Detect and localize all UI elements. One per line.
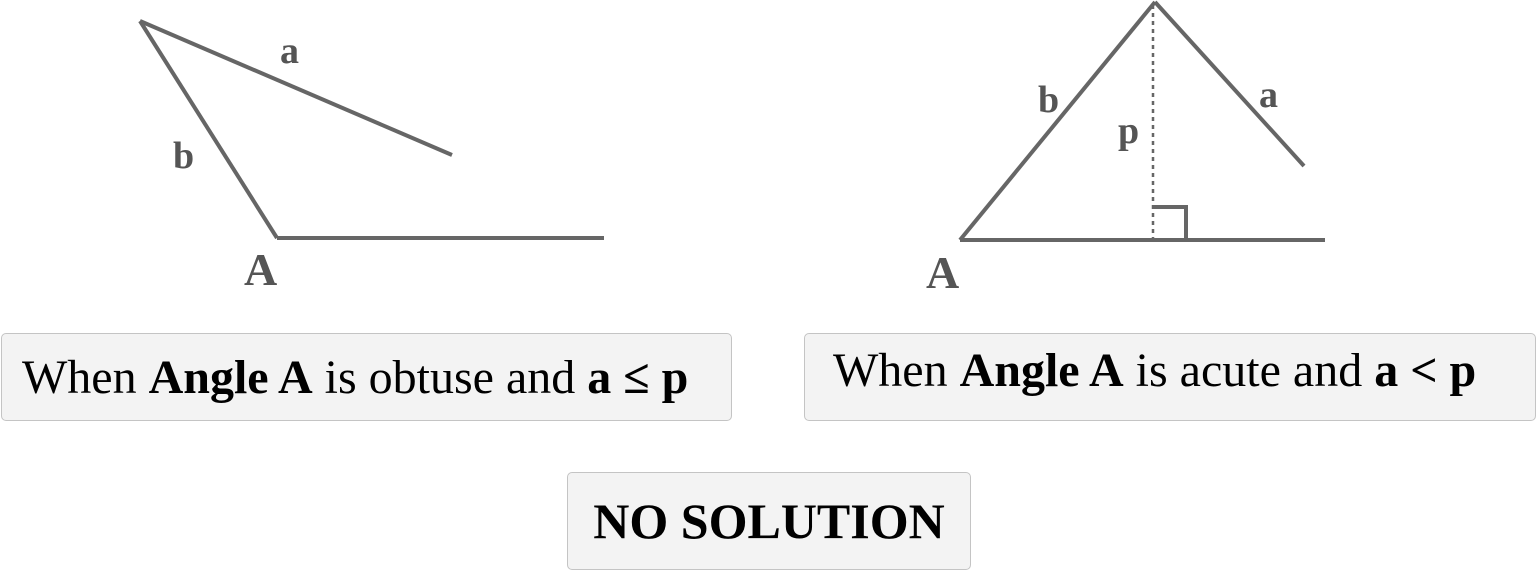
obtuse-case-figure: a b A [138,19,604,295]
left-side-a-label: a [280,30,299,72]
obtuse-caption-condition: a ≤ p [587,350,689,404]
left-side-b-line [138,19,279,240]
no-solution-box: NO SOLUTION [567,472,971,570]
left-side-b-label: b [173,135,194,177]
acute-condition-box: When Angle A is acute and a < p [804,333,1536,421]
right-angle-marker [1153,205,1188,240]
right-side-a-line [1153,0,1306,168]
left-side-a-line [139,19,453,157]
acute-caption-prefix: When [833,343,960,397]
no-solution-label: NO SOLUTION [593,493,945,549]
right-vertex-a-label: A [926,247,959,298]
obtuse-condition-box: When Angle A is obtuse and a ≤ p [1,333,732,421]
acute-caption-middle: is acute and [1123,343,1375,397]
acute-caption-angle: Angle A [959,343,1124,397]
obtuse-caption-prefix: When [22,350,149,404]
acute-caption-condition: a < p [1374,343,1477,397]
left-vertex-a-label: A [244,244,277,295]
right-side-b-line [958,0,1157,242]
acute-case-figure: b p a A [926,0,1325,298]
right-side-b-label: b [1038,79,1059,121]
right-side-a-label: a [1259,74,1278,116]
height-p-label: p [1118,110,1139,152]
obtuse-caption-angle: Angle A [148,350,313,404]
obtuse-caption-middle: is obtuse and [312,350,588,404]
